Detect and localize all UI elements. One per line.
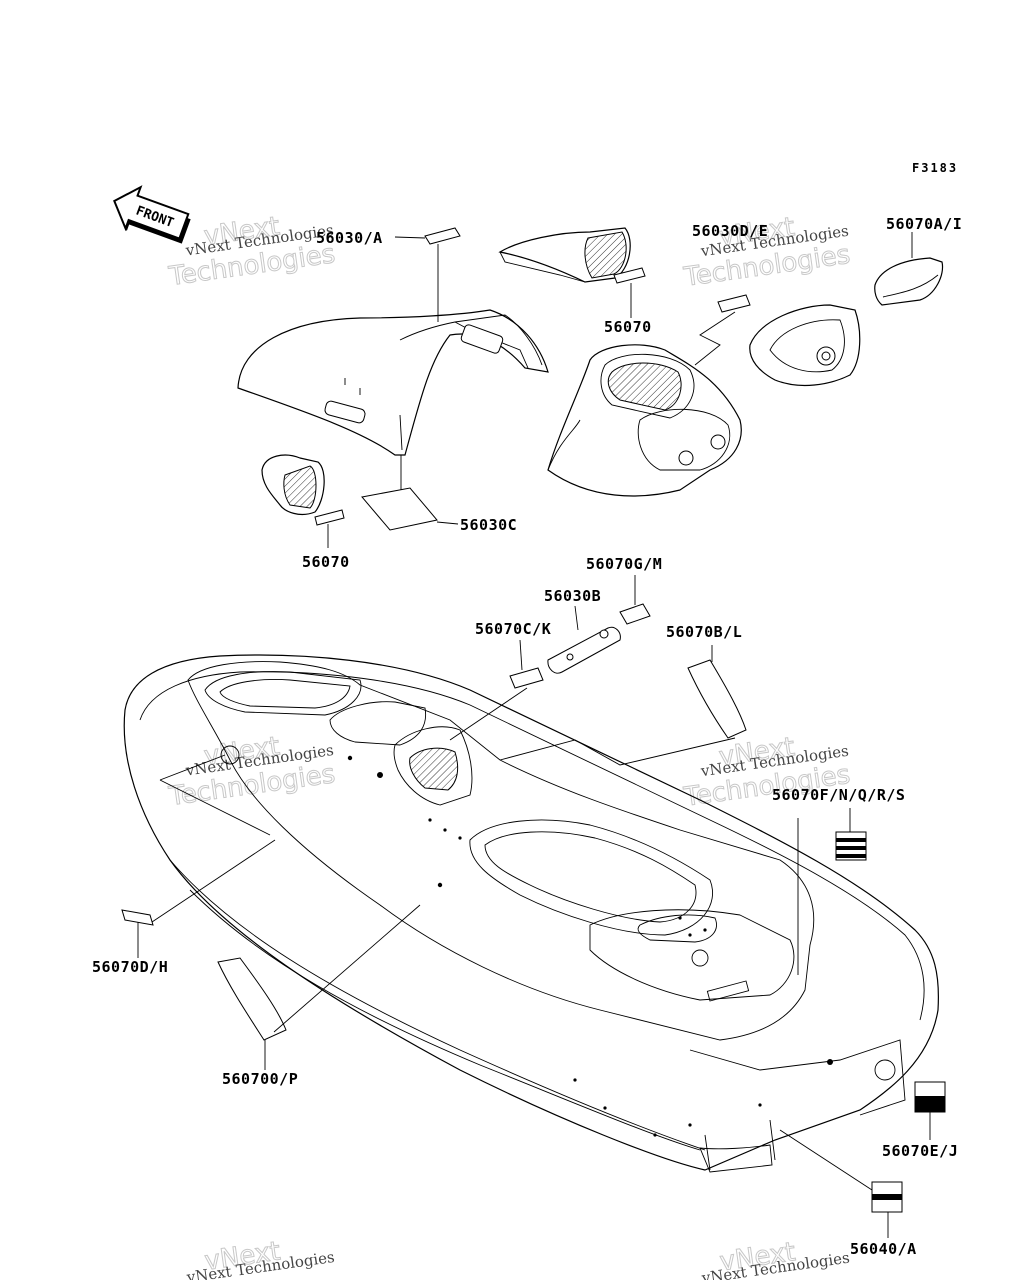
decal-56030b xyxy=(547,626,621,674)
decal-56070ck xyxy=(509,667,544,689)
label-56030-b: 56030B xyxy=(544,587,601,605)
decal-56030a xyxy=(424,227,461,245)
hull-part xyxy=(123,654,939,1173)
decal-56070fnqrs xyxy=(835,831,867,861)
watermark-bottom-right: vNext vNext Technologies xyxy=(700,1237,851,1280)
decal-56070dh xyxy=(121,909,154,926)
watermark-mid-left: Technologies vNext vNext Technologies xyxy=(166,731,338,813)
decal-56070-top xyxy=(613,267,646,284)
watermark-top-left: Technologies vNext vNext Technologies xyxy=(166,211,338,293)
decal-56030de xyxy=(717,294,751,313)
watermark-bottom: vNext vNext Technologies xyxy=(185,1236,336,1280)
mirror-left-part xyxy=(261,454,325,516)
label-56070-fnqrs: 56070F/N/Q/R/S xyxy=(772,786,905,804)
decal-56070bl xyxy=(687,659,747,739)
label-56030-c: 56030C xyxy=(460,516,517,534)
decal-56070gm xyxy=(619,603,651,625)
figure-code: F3183 xyxy=(912,161,958,175)
decal-56040a xyxy=(871,1181,903,1213)
console-part xyxy=(547,344,742,497)
decal-56070ej xyxy=(914,1081,946,1113)
label-56070-ai: 56070A/I xyxy=(886,215,962,233)
label-56040-a: 56040/A xyxy=(850,1240,917,1258)
label-56070-top: 56070 xyxy=(604,318,652,336)
label-56070-gm: 56070G/M xyxy=(586,555,662,573)
decal-56070op xyxy=(217,957,287,1041)
watermark-top-right: Technologies vNext vNext Technologies xyxy=(681,212,853,294)
front-arrow-icon: FRONT xyxy=(113,185,191,244)
cap-part xyxy=(874,257,944,306)
label-56070-op: 560700/P xyxy=(222,1070,298,1088)
label-56070-ck: 56070C/K xyxy=(475,620,551,638)
label-56070-bl: 56070B/L xyxy=(666,623,742,641)
mirror-top-part xyxy=(498,227,631,283)
seat-cover-part xyxy=(237,309,549,456)
label-56070-left: 56070 xyxy=(302,553,350,571)
label-56070-ej: 56070E/J xyxy=(882,1142,958,1160)
decal-56070-left xyxy=(314,509,345,526)
label-56030-a: 56030/A xyxy=(316,229,383,247)
label-56030-de: 56030D/E xyxy=(692,222,768,240)
storage-lid-part xyxy=(749,304,861,386)
label-56070-dh: 56070D/H xyxy=(92,958,168,976)
decal-56030c xyxy=(361,487,438,531)
